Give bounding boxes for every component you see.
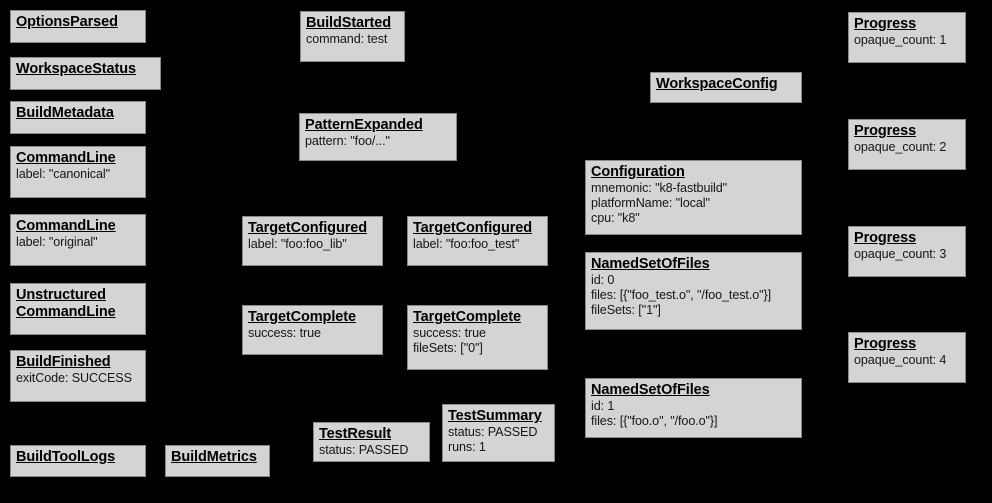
node-attributes: label: "foo:foo_test" bbox=[413, 237, 542, 252]
node-attribute: files: [{"foo.o", "/foo.o"}] bbox=[591, 413, 718, 428]
node-title: BuildMetrics bbox=[171, 449, 257, 465]
node-attribute: opaque_count: 2 bbox=[854, 140, 947, 155]
node-title: CommandLine bbox=[16, 150, 116, 166]
node-title: PatternExpanded bbox=[305, 117, 423, 133]
node-build-metadata[interactable]: BuildMetadata bbox=[10, 101, 146, 134]
node-title: TestSummary bbox=[448, 408, 542, 424]
node-title: Progress bbox=[854, 123, 917, 139]
node-attributes: status: PASSED bbox=[319, 443, 424, 458]
node-attribute: mnemonic: "k8-fastbuild" bbox=[591, 181, 728, 196]
node-title: WorkspaceConfig bbox=[656, 76, 778, 92]
node-build-metrics[interactable]: BuildMetrics bbox=[165, 445, 270, 477]
node-title: Configuration bbox=[591, 164, 685, 180]
node-title: BuildStarted bbox=[306, 15, 392, 31]
node-attributes: pattern: "foo/..." bbox=[305, 134, 451, 149]
node-attributes: success: true bbox=[248, 326, 377, 341]
node-title: BuildMetadata bbox=[16, 105, 114, 121]
node-title: BuildToolLogs bbox=[16, 449, 116, 465]
node-title: TargetConfigured bbox=[413, 220, 532, 236]
node-unstructured-command-line[interactable]: Unstructured CommandLine bbox=[10, 283, 146, 335]
node-title: TargetComplete bbox=[413, 309, 521, 325]
node-workspace-config[interactable]: WorkspaceConfig bbox=[650, 72, 802, 103]
node-attribute: platformName: "local" bbox=[591, 195, 710, 210]
node-attributes: opaque_count: 1 bbox=[854, 33, 960, 48]
node-attribute: status: PASSED bbox=[448, 425, 538, 440]
node-title: TargetConfigured bbox=[248, 220, 367, 236]
node-attribute: exitCode: SUCCESS bbox=[16, 371, 132, 386]
node-attribute: id: 0 bbox=[591, 273, 615, 288]
node-build-tool-logs[interactable]: BuildToolLogs bbox=[10, 445, 146, 477]
node-attribute: label: "foo:foo_test" bbox=[413, 237, 520, 252]
node-attribute: label: "foo:foo_lib" bbox=[248, 237, 347, 252]
node-attribute: opaque_count: 3 bbox=[854, 247, 947, 262]
node-attribute: files: [{"foo_test.o", "/foo_test.o"}] bbox=[591, 287, 772, 302]
node-attribute: command: test bbox=[306, 32, 388, 47]
node-title: NamedSetOfFiles bbox=[591, 256, 710, 272]
node-attribute: fileSets: ["0"] bbox=[413, 340, 483, 355]
node-attribute: status: PASSED bbox=[319, 443, 409, 458]
node-title: Progress bbox=[854, 336, 917, 352]
node-attributes: label: "original" bbox=[16, 235, 140, 250]
node-attribute: runs: 1 bbox=[448, 439, 486, 454]
node-title: Progress bbox=[854, 16, 917, 32]
node-title: TargetComplete bbox=[248, 309, 356, 325]
node-attribute: pattern: "foo/..." bbox=[305, 134, 390, 149]
node-attribute: label: "canonical" bbox=[16, 167, 110, 182]
node-title: CommandLine bbox=[16, 218, 116, 234]
node-attributes: label: "canonical" bbox=[16, 167, 140, 182]
node-attributes: command: test bbox=[306, 32, 399, 47]
node-attributes: opaque_count: 2 bbox=[854, 140, 960, 155]
node-attributes: label: "foo:foo_lib" bbox=[248, 237, 377, 252]
node-attribute: cpu: "k8" bbox=[591, 210, 640, 225]
node-attribute: id: 1 bbox=[591, 399, 615, 414]
node-title: Progress bbox=[854, 230, 917, 246]
node-attribute: success: true bbox=[248, 326, 321, 341]
node-title: WorkspaceStatus bbox=[16, 61, 136, 77]
node-attribute: success: true bbox=[413, 326, 486, 341]
node-attribute: opaque_count: 1 bbox=[854, 33, 947, 48]
node-attribute: opaque_count: 4 bbox=[854, 353, 947, 368]
node-title: Unstructured CommandLine bbox=[16, 287, 116, 321]
node-options-parsed[interactable]: OptionsParsed bbox=[10, 10, 146, 43]
node-title: BuildFinished bbox=[16, 354, 111, 370]
node-attributes: opaque_count: 4 bbox=[854, 353, 960, 368]
node-attribute: fileSets: ["1"] bbox=[591, 302, 661, 317]
node-attributes: exitCode: SUCCESS bbox=[16, 371, 140, 386]
node-title: OptionsParsed bbox=[16, 14, 118, 30]
node-attributes: opaque_count: 3 bbox=[854, 247, 960, 262]
node-title: NamedSetOfFiles bbox=[591, 382, 710, 398]
node-title: TestResult bbox=[319, 426, 392, 442]
node-attributes: mnemonic: "k8-fastbuild"platformName: "l… bbox=[591, 181, 796, 226]
node-workspace-status[interactable]: WorkspaceStatus bbox=[10, 57, 161, 90]
node-attribute: label: "original" bbox=[16, 235, 98, 250]
